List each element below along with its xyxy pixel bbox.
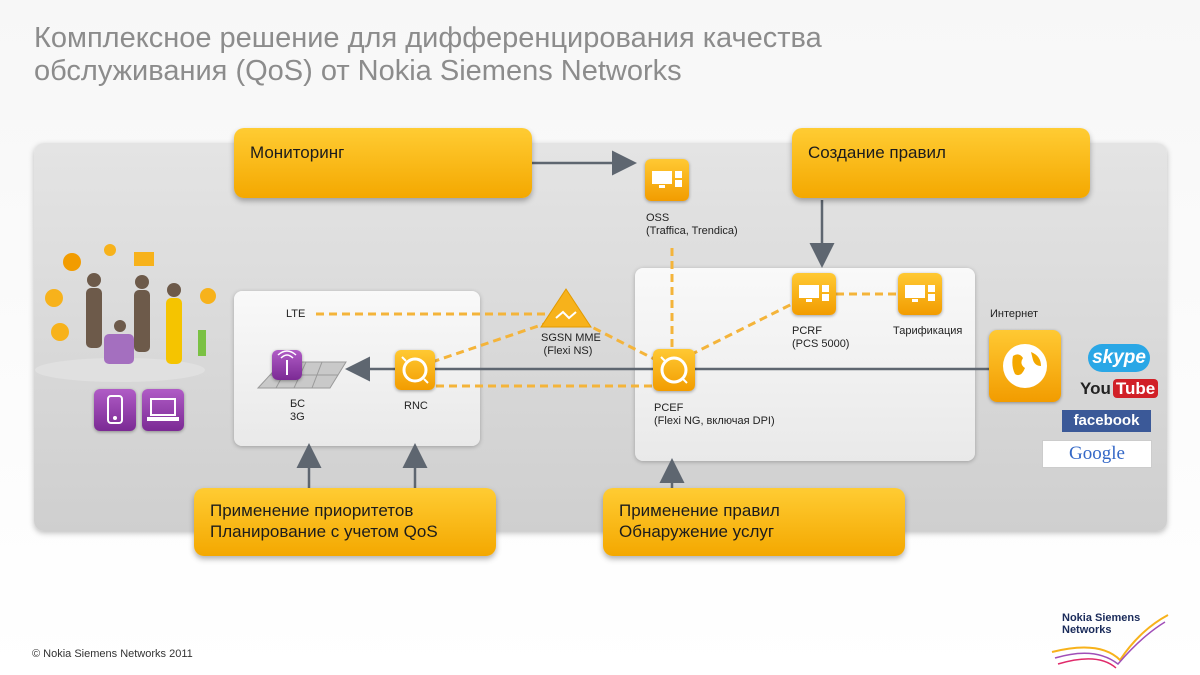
laptop-icon	[147, 398, 179, 421]
sgsn-name: SGSN MME	[541, 332, 601, 344]
monitoring-box: Мониторинг	[234, 128, 532, 198]
facebook-text: facebook	[1073, 412, 1140, 429]
pcrf-node-icon	[792, 273, 836, 315]
logo-line-1: Nokia Siemens	[1062, 612, 1141, 624]
google-logo: Google	[1042, 440, 1152, 468]
rules-creation-label: Создание правил	[808, 143, 946, 162]
signal-icon	[134, 252, 154, 266]
company-logo: Nokia Siemens Networks	[1062, 612, 1140, 636]
battery-icon	[198, 330, 206, 356]
facebook-logo: facebook	[1062, 410, 1151, 432]
server-icon	[652, 171, 682, 188]
rnc-node-icon	[395, 350, 435, 390]
sgsn-label: SGSN MME (Flexi NS)	[541, 332, 601, 358]
antenna-icon	[277, 350, 297, 375]
server-icon	[799, 285, 829, 302]
pcef-node-icon	[653, 349, 695, 391]
internet-label: Интернет	[990, 308, 1038, 320]
skype-text: skype	[1092, 347, 1146, 368]
oss-label: OSS (Traffica, Trendica)	[646, 212, 738, 238]
email-icon	[51, 323, 69, 341]
internet-node-icon	[989, 330, 1061, 402]
oss-name: OSS	[646, 212, 670, 224]
oss-node-icon	[645, 159, 689, 201]
youtube-tube: Tube	[1112, 379, 1159, 398]
lte-label: LTE	[286, 308, 306, 320]
sgsn-rnc-link	[431, 320, 551, 364]
priorities-label-2: Планирование с учетом QoS	[210, 522, 438, 541]
globe-icon	[1003, 344, 1047, 388]
pcef-subtitle: (Flexi NG, включая DPI)	[654, 415, 775, 427]
rules-apply-label-2: Обнаружение услуг	[619, 522, 775, 541]
mobile-device-icon	[94, 389, 136, 431]
bs-label: БС 3G	[290, 398, 305, 424]
bs-name: БС	[290, 398, 306, 410]
priorities-box: Применение приоритетов Планирование с уч…	[194, 488, 496, 556]
server-icon	[905, 285, 935, 302]
user-icon	[63, 253, 81, 271]
pcef-name: PCEF	[654, 402, 684, 414]
copyright-footer: © Nokia Siemens Networks 2011	[32, 648, 193, 660]
pcef-label: PCEF (Flexi NG, включая DPI)	[654, 402, 775, 428]
pcrf-label: PCRF (PCS 5000)	[792, 325, 849, 351]
cloud-icon	[45, 289, 63, 307]
main-panel	[34, 143, 1167, 531]
billing-node-icon	[898, 273, 942, 315]
sgsn-pcef-link	[581, 320, 661, 364]
priorities-label-1: Применение приоритетов	[210, 501, 414, 520]
page-title: Комплексное решение для дифференцировани…	[34, 22, 822, 88]
router-icon	[660, 356, 688, 384]
monitoring-label: Мониторинг	[250, 143, 345, 162]
pcrf-subtitle: (PCS 5000)	[792, 338, 850, 350]
youtube-you: You	[1080, 379, 1111, 398]
rules-creation-box: Создание правил	[792, 128, 1090, 198]
rnc-label: RNC	[404, 400, 428, 412]
sgsn-subtitle: (Flexi NS)	[543, 345, 593, 357]
google-text: Google	[1069, 443, 1125, 464]
logo-line-2: Networks	[1062, 624, 1112, 636]
bs-subtitle: 3G	[290, 411, 305, 423]
title-line-2: обслуживания (QoS) от Nokia Siemens Netw…	[34, 55, 682, 87]
router-icon	[401, 356, 429, 384]
satellite-icon	[104, 244, 116, 256]
skype-logo: skype	[1088, 344, 1150, 372]
phone-icon	[107, 395, 123, 424]
oss-subtitle: (Traffica, Trendica)	[646, 225, 738, 237]
rules-apply-box: Применение правил Обнаружение услуг	[603, 488, 905, 556]
title-line-1: Комплексное решение для дифференцировани…	[34, 22, 822, 54]
billing-label: Тарификация	[893, 325, 963, 337]
rules-apply-label-1: Применение правил	[619, 501, 780, 520]
bs-tower-icon	[272, 350, 302, 380]
pcef-pcrf-link	[689, 298, 801, 357]
laptop-device-icon	[142, 389, 184, 431]
heart-icon	[200, 288, 216, 304]
pcrf-name: PCRF	[792, 325, 822, 337]
